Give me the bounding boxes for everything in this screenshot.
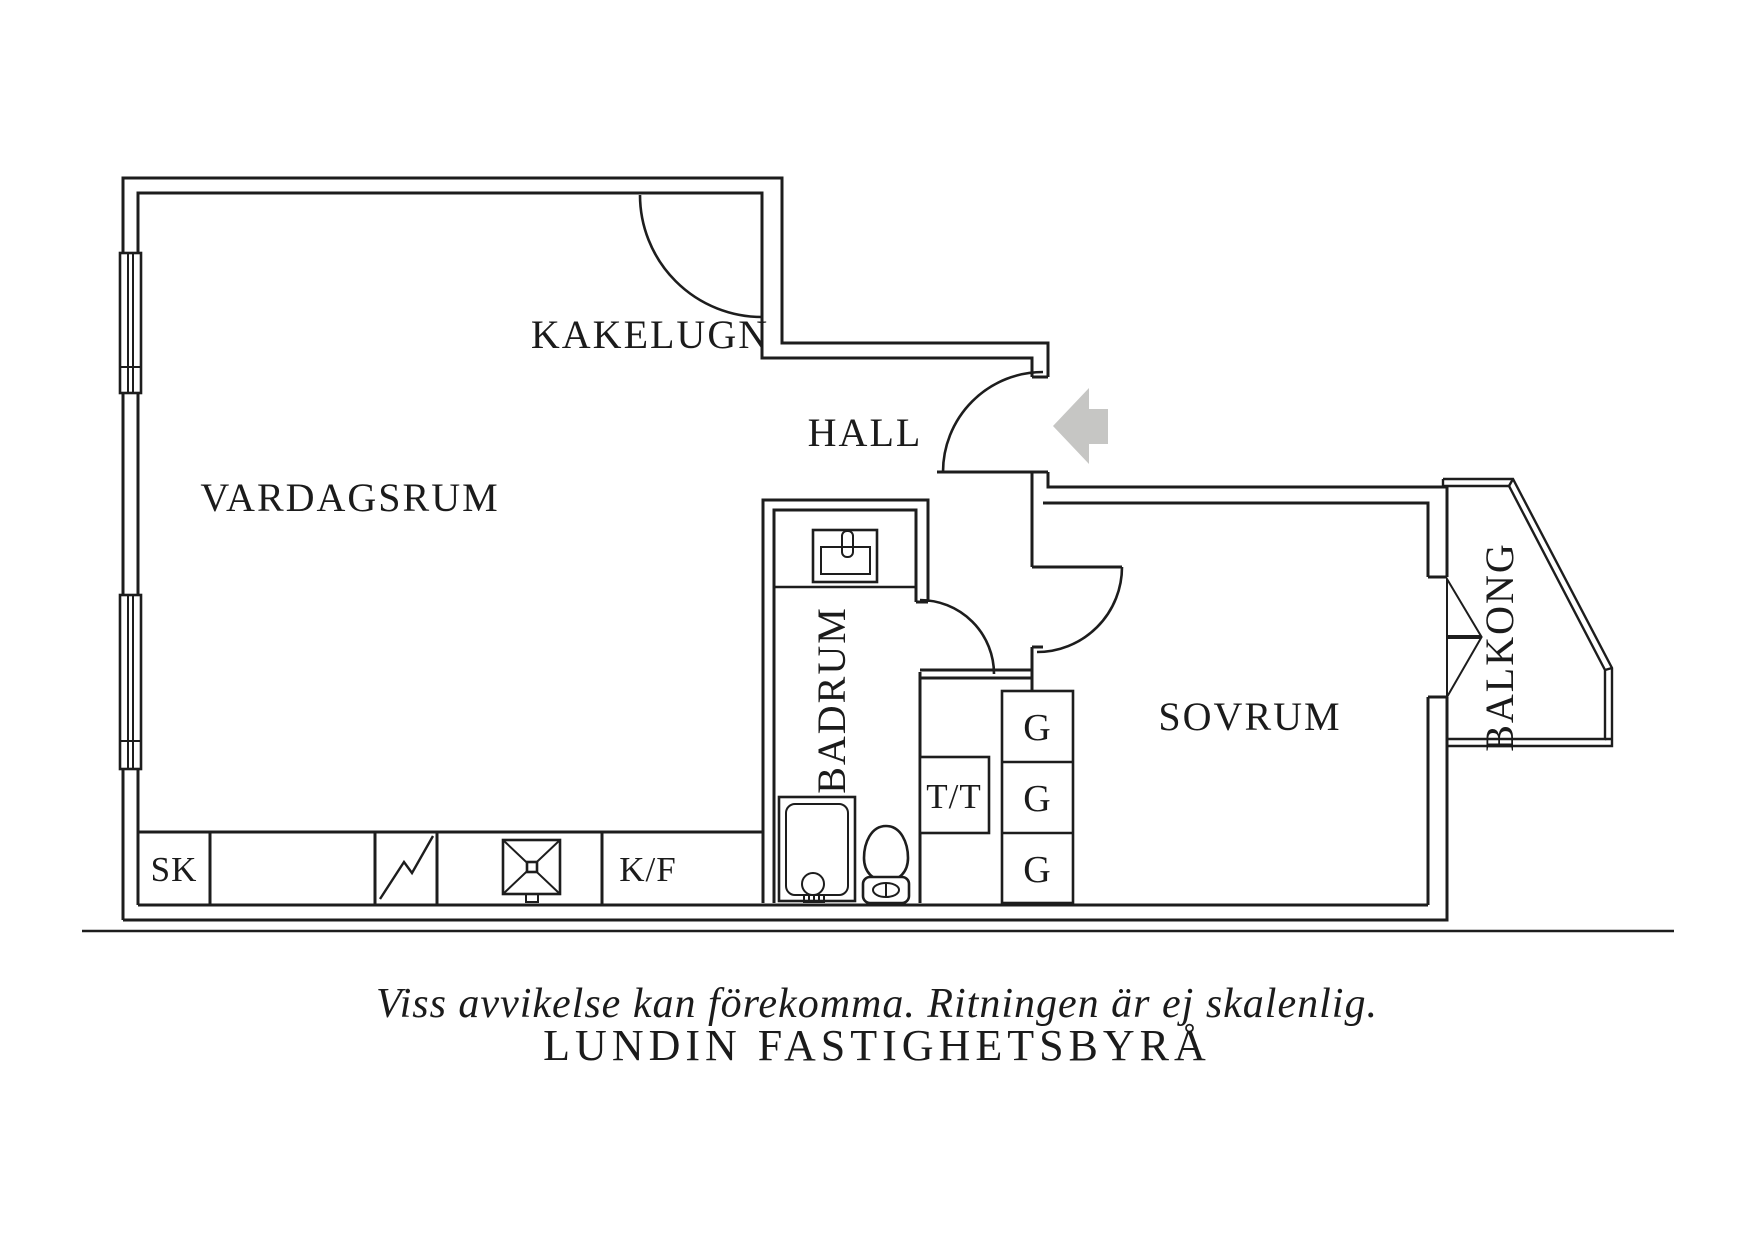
entry-arrow-icon xyxy=(1053,388,1108,464)
fridge-freezer-label: K/F xyxy=(619,850,676,889)
bathroom-label: BADRUM xyxy=(809,606,854,794)
disclaimer-text: Viss avvikelse kan förekomma. Ritningen … xyxy=(376,981,1378,1027)
wardrobe-label: G xyxy=(1023,849,1050,891)
nook-wall xyxy=(920,668,1032,680)
hall-label: HALL xyxy=(808,410,923,455)
bedroom-door-icon xyxy=(1036,565,1124,654)
shower-icon xyxy=(777,795,857,903)
window-icon xyxy=(118,251,143,395)
toilet-icon xyxy=(861,824,911,905)
kitchen-sink-icon xyxy=(378,835,435,900)
closet-label: SK xyxy=(151,850,198,889)
washer-dryer-box xyxy=(918,755,991,835)
living-room-label: VARDAGSRUM xyxy=(200,475,499,520)
brand-text: LUNDIN FASTIGHETSBYRÅ xyxy=(543,1021,1211,1070)
kitchen-counter xyxy=(138,830,763,905)
entry-door-icon xyxy=(937,370,1048,474)
washer-dryer-label: T/T xyxy=(926,777,981,816)
bedroom-label: SOVRUM xyxy=(1158,694,1341,739)
wardrobe-label: G xyxy=(1023,707,1050,749)
wardrobe-cabinets xyxy=(1000,689,1075,905)
balcony-door-icon xyxy=(1446,575,1483,701)
stove-icon xyxy=(501,838,562,903)
sink-icon xyxy=(811,528,879,584)
bathroom-door-icon xyxy=(919,598,996,675)
wardrobe-label: G xyxy=(1023,778,1050,820)
balcony-railing xyxy=(1441,477,1614,748)
window-icon xyxy=(118,593,143,771)
balcony-label: BALKONG xyxy=(1477,542,1522,752)
tiled-stove-arc-icon xyxy=(638,194,763,319)
bathroom-walls xyxy=(761,498,930,903)
tiled-stove-label: KAKELUGN xyxy=(531,312,769,357)
